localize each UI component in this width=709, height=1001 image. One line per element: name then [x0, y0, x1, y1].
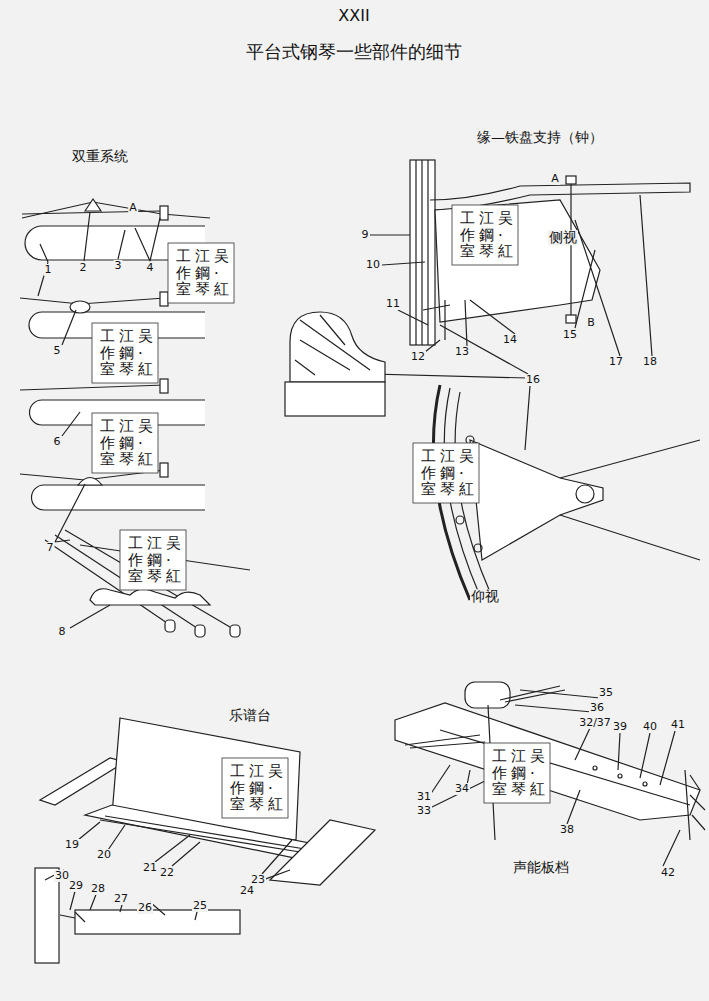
- callout-number: 12: [410, 351, 426, 363]
- callout-number: 33: [416, 805, 432, 817]
- callout-number: 28: [90, 883, 106, 895]
- callout-number: 19: [64, 839, 80, 851]
- callout-number: 24: [239, 885, 255, 897]
- callout-number: 8: [58, 626, 67, 638]
- callout-number: 40: [642, 721, 658, 733]
- callout-number: 30: [54, 870, 70, 882]
- watermark: 江鋼琴: [479, 210, 494, 260]
- watermark: 吴·紅: [214, 248, 229, 298]
- callout-number: 2: [79, 262, 88, 274]
- watermark: 工作室: [421, 448, 436, 498]
- callout-number: 7: [46, 542, 55, 554]
- watermark: 工作室: [128, 535, 143, 585]
- section-heading: 仰视: [470, 589, 500, 604]
- callout-number: 1: [44, 264, 53, 276]
- page-title: 平台式钢琴一些部件的细节: [245, 42, 463, 62]
- watermark: 工作室: [176, 248, 191, 298]
- callout-number: 25: [192, 900, 208, 912]
- section-heading: 缘—铁盘支持（钟）: [476, 130, 604, 145]
- callout-number: 39: [612, 721, 628, 733]
- watermark: 江鋼琴: [249, 763, 264, 813]
- plate-number: XXII: [337, 7, 370, 25]
- callout-number: 14: [502, 334, 518, 346]
- callout-number: 38: [559, 824, 575, 836]
- watermark: 江鋼琴: [195, 248, 210, 298]
- watermark: 吴·紅: [268, 763, 283, 813]
- callout-number: 27: [113, 893, 129, 905]
- callout-number: 34: [454, 783, 470, 795]
- callout-number: 5: [53, 345, 62, 357]
- callout-number: A: [128, 202, 138, 214]
- watermark: 江鋼琴: [147, 535, 162, 585]
- callout-number: 10: [365, 259, 381, 271]
- watermark: 吴·紅: [166, 535, 181, 585]
- callout-number: 32/37: [578, 717, 612, 729]
- watermark: 工作室: [230, 763, 245, 813]
- callout-number: 21: [142, 862, 158, 874]
- watermark: 工作室: [100, 328, 115, 378]
- watermark: 工作室: [100, 418, 115, 468]
- callout-number: 41: [670, 719, 686, 731]
- watermark: 江鋼琴: [119, 418, 134, 468]
- callout-number: 31: [416, 791, 432, 803]
- callout-number: 15: [562, 329, 578, 341]
- callout-number: 16: [525, 374, 541, 386]
- section-heading: 乐谱台: [228, 708, 272, 723]
- callout-number: B: [586, 317, 596, 329]
- section-heading: 声能板档: [512, 860, 570, 875]
- callout-number: 13: [454, 346, 470, 358]
- watermark: 吴·紅: [459, 448, 474, 498]
- watermark: 吴·紅: [498, 210, 513, 260]
- callout-number: 9: [361, 229, 370, 241]
- callout-number: 22: [159, 867, 175, 879]
- callout-number: 3: [114, 260, 123, 272]
- callout-number: 18: [642, 356, 658, 368]
- callout-number: 29: [68, 880, 84, 892]
- watermark: 吴·紅: [138, 328, 153, 378]
- watermark: 吴·紅: [138, 418, 153, 468]
- callout-number: 36: [589, 702, 605, 714]
- callout-number: 11: [385, 298, 401, 310]
- callout-number: 42: [660, 867, 676, 879]
- callout-number: 4: [146, 262, 155, 274]
- watermark: 江鋼琴: [440, 448, 455, 498]
- watermark: 工作室: [492, 748, 507, 798]
- watermark: 工作室: [460, 210, 475, 260]
- watermark: 江鋼琴: [511, 748, 526, 798]
- section-heading: 侧视: [548, 230, 578, 245]
- callout-number: A: [550, 173, 560, 185]
- watermark: 江鋼琴: [119, 328, 134, 378]
- callout-number: 6: [53, 436, 62, 448]
- section-heading: 双重系统: [71, 149, 129, 164]
- callout-number: 17: [608, 356, 624, 368]
- callout-number: 20: [96, 849, 112, 861]
- callout-number: 35: [598, 687, 614, 699]
- callout-number: 26: [137, 902, 153, 914]
- watermark: 吴·紅: [530, 748, 545, 798]
